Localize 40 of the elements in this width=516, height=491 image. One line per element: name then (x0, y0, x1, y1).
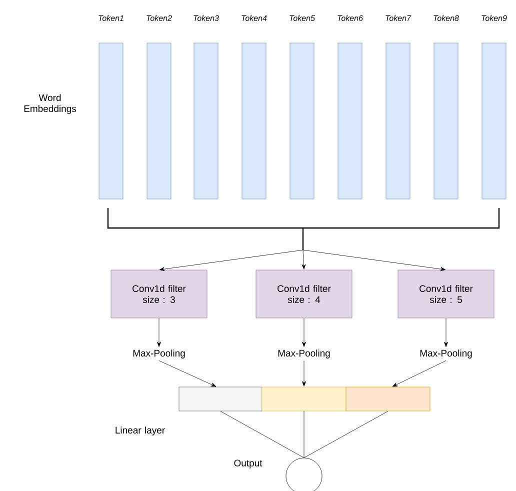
layer-segment (262, 386, 346, 412)
embedding-bar: Token6 (338, 15, 363, 200)
arrow (158, 360, 216, 387)
arrow (302, 360, 306, 386)
node-label: Token1 (98, 15, 124, 21)
embedding-bar: Token2 (146, 15, 172, 200)
arrow (444, 318, 448, 347)
node-label: Output (234, 460, 262, 468)
node-label: Token4 (242, 15, 267, 21)
conv-box: Conv1d filter size : 5 (398, 270, 494, 318)
arrow (159, 250, 304, 272)
embedding-bar: Token1 (98, 15, 124, 200)
embedding-bar: Token5 (290, 15, 315, 200)
embedding-bar: Token9 (482, 15, 507, 200)
text-label: Word Embeddings (24, 94, 76, 114)
node-label: Token3 (194, 15, 219, 21)
arrow (302, 250, 306, 270)
conv-box: Conv1d filter size : 3 (110, 270, 208, 318)
text-label: Linear layer (116, 426, 165, 436)
layer-segment (178, 386, 262, 412)
embedding-bar: Token3 (194, 15, 219, 200)
layer-segment (346, 386, 430, 412)
pooling-label: Max-Pooling (420, 350, 472, 358)
embedding-bar: Token4 (242, 15, 267, 200)
embedding-bar: Token7 (386, 15, 412, 200)
embedding-bar: Token8 (434, 15, 459, 200)
node-label: Token7 (386, 15, 412, 21)
arrow (302, 318, 306, 347)
pooling-label: Max-Pooling (278, 350, 330, 358)
node-label: Token5 (290, 15, 316, 21)
node-label: Token6 (338, 15, 363, 21)
pooling-label: Max-Pooling (133, 350, 185, 358)
bracket (107, 207, 500, 251)
arrow (392, 360, 446, 387)
node-label: Token9 (482, 15, 507, 21)
conv-box: Conv1d filter size : 4 (256, 270, 352, 318)
node-label: Token8 (434, 15, 459, 21)
arrow (302, 250, 446, 272)
node-label: Token2 (146, 15, 172, 21)
arrow (157, 318, 161, 347)
